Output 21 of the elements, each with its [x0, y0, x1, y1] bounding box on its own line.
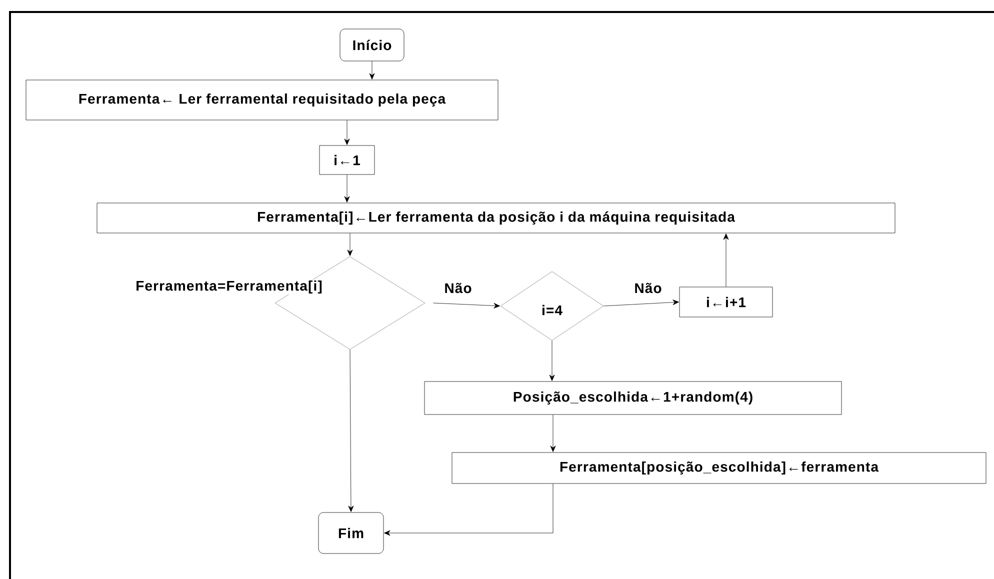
arrow [344, 174, 350, 202]
process-box: i←1 [319, 145, 375, 175]
edge-label: Não [633, 282, 663, 294]
arrow [549, 340, 555, 381]
arrow [550, 414, 556, 452]
terminal-box: Fim [318, 512, 384, 554]
arrow [384, 484, 554, 536]
arrow [344, 120, 350, 145]
process-box: Ferramenta[i]←Ler ferramenta da posição i da máquina requisitada [96, 202, 896, 234]
process-box: Ferramenta[posição_escolhida]←ferramenta [452, 452, 986, 484]
arrow [433, 302, 500, 308]
process-box: Ferramenta← Ler ferramental requisitado pela peça [26, 80, 498, 120]
edge-label: Não [443, 282, 473, 294]
process-box: i←i+1 [679, 286, 773, 318]
arrow [369, 61, 375, 80]
terminal-box: Início [340, 28, 404, 62]
arrow [348, 350, 354, 512]
arrow [347, 233, 353, 256]
process-box: Posição_escolhida←1+random(4) [424, 381, 842, 415]
arrow [604, 300, 679, 306]
arrow [723, 234, 729, 287]
